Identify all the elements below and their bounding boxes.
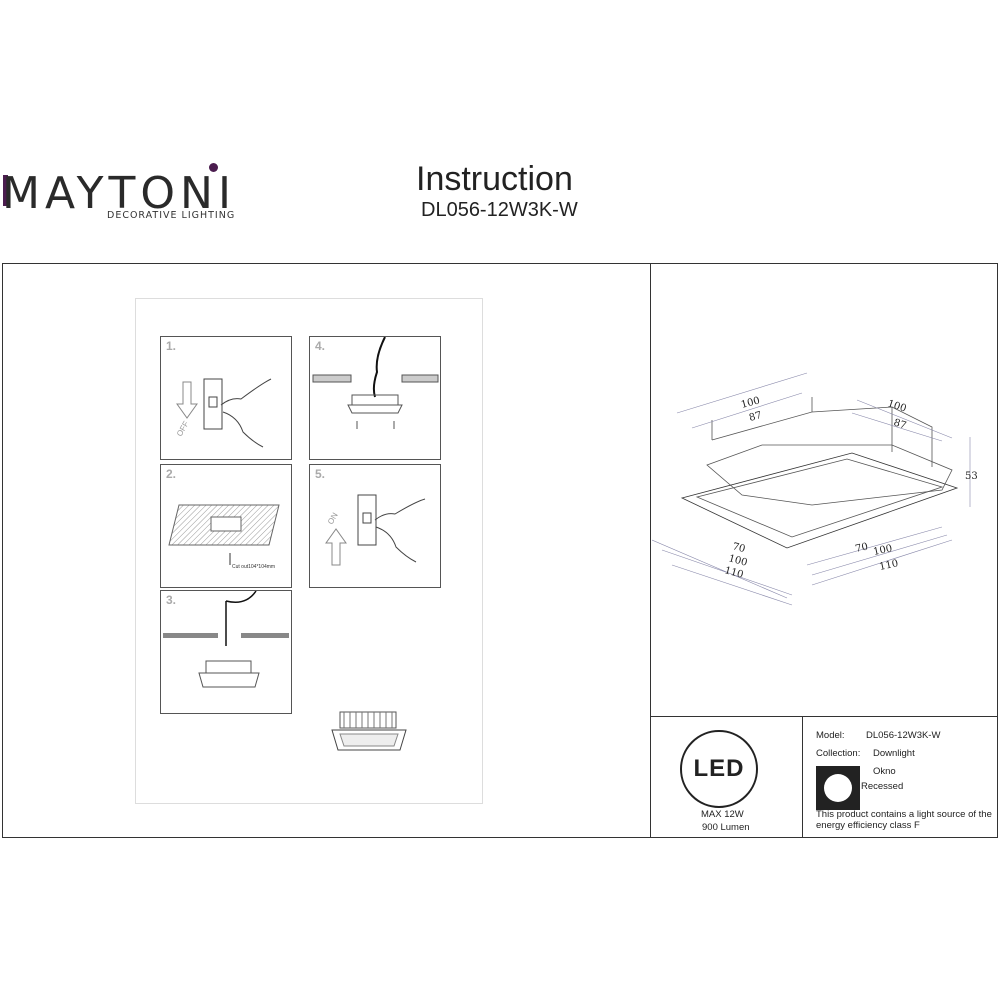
ceiling-cutout-illustration: Cut out104*104mm bbox=[168, 504, 280, 570]
product-illustration bbox=[331, 711, 407, 751]
svg-text:ON: ON bbox=[326, 511, 340, 526]
cutout-note: Cut out104*104mm bbox=[232, 564, 275, 570]
model-label: Model: bbox=[816, 730, 845, 741]
logo-dot bbox=[209, 163, 218, 172]
dim-label: 87 bbox=[892, 417, 908, 431]
page-title: Instruction bbox=[416, 160, 573, 198]
model-code: DL056-12W3K-W bbox=[421, 199, 578, 221]
dim-label: 100 bbox=[872, 543, 893, 558]
step-panel-2: 2. Cut out104*104mm bbox=[160, 464, 292, 588]
step-number: 5. bbox=[315, 467, 326, 481]
switch-off-illustration: OFF bbox=[175, 378, 272, 448]
step-panel-4: 4. bbox=[309, 336, 441, 460]
model-value: DL056-12W3K-W bbox=[866, 730, 941, 741]
brand-logo: MAYTONI bbox=[2, 168, 236, 219]
svg-text:OFF: OFF bbox=[175, 420, 191, 438]
energy-note: This product contains a light source of … bbox=[816, 809, 992, 831]
led-badge: LED bbox=[680, 730, 758, 808]
step-number: 3. bbox=[166, 593, 177, 607]
logo-accent bbox=[3, 175, 8, 206]
dim-label: 100 bbox=[740, 395, 761, 411]
step-number: 2. bbox=[166, 467, 177, 481]
mounting-illustration bbox=[312, 336, 439, 429]
dim-label: 100 bbox=[886, 398, 908, 414]
dim-label: 110 bbox=[723, 565, 744, 581]
mount-type: Recessed bbox=[861, 781, 904, 792]
brand-tagline: DECORATIVE LIGHTING bbox=[107, 210, 236, 221]
recessed-icon bbox=[816, 766, 860, 810]
dim-label: 70 bbox=[731, 541, 746, 555]
content-frame bbox=[2, 263, 998, 838]
dim-label: 100 bbox=[727, 553, 748, 569]
step-number: 4. bbox=[315, 339, 326, 353]
collection-value: Downlight bbox=[873, 748, 915, 759]
dim-label: 53 bbox=[965, 471, 978, 482]
divider bbox=[802, 716, 803, 838]
lumen: 900 Lumen bbox=[702, 822, 750, 833]
step-panel-1: 1. OFF bbox=[160, 336, 292, 460]
collection-label: Collection: bbox=[816, 748, 861, 759]
divider bbox=[650, 716, 998, 717]
wiring-illustration bbox=[163, 590, 289, 688]
switch-on-illustration: ON bbox=[325, 494, 426, 566]
step-number: 1. bbox=[166, 339, 177, 353]
dim-label: 87 bbox=[748, 410, 763, 424]
instruction-sheet bbox=[135, 298, 483, 804]
divider bbox=[650, 263, 651, 838]
max-power: MAX 12W bbox=[701, 809, 744, 820]
step-panel-3: 3. bbox=[160, 590, 292, 714]
dimension-drawing: 100 87 100 87 53 70 100 110 70 100 110 bbox=[652, 372, 978, 606]
dim-label: 70 bbox=[854, 542, 869, 555]
series-name: Okno bbox=[873, 766, 896, 777]
dim-label: 110 bbox=[878, 558, 899, 573]
step-panel-5: 5. ON bbox=[309, 464, 441, 588]
